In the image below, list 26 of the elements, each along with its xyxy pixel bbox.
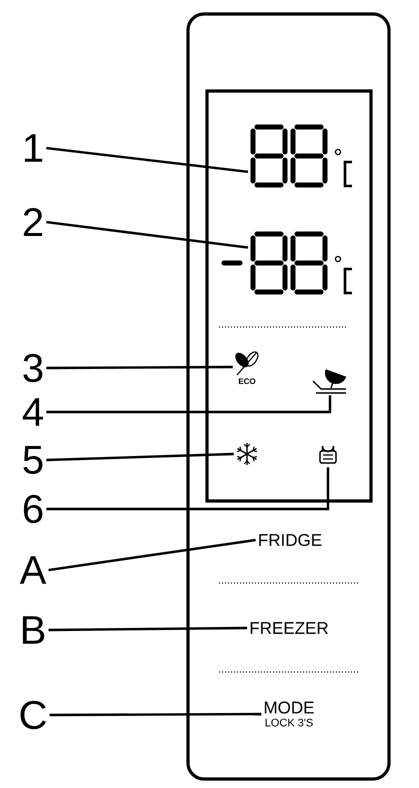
snowflake-icon bbox=[236, 443, 258, 465]
button-label: FRIDGE bbox=[259, 534, 322, 546]
umbrella-icon bbox=[312, 369, 346, 394]
leader-line bbox=[46, 467, 330, 510]
leader-line bbox=[50, 712, 262, 716]
callout-number: A bbox=[20, 556, 46, 584]
callout-number: 2 bbox=[24, 208, 42, 236]
leader-line bbox=[46, 366, 233, 370]
leader-line bbox=[48, 626, 248, 632]
leader-line bbox=[46, 395, 332, 414]
leader-line bbox=[46, 452, 234, 462]
lcd-digits-drawing bbox=[250, 124, 352, 188]
callout-number: 4 bbox=[22, 398, 43, 426]
callout-number: C bbox=[20, 700, 46, 730]
button-label: FREEZER bbox=[250, 622, 328, 634]
leader-line bbox=[48, 538, 256, 572]
callout-number: 1 bbox=[24, 134, 42, 162]
callout-number: B bbox=[22, 616, 44, 644]
button-label: MODE LOCK 3'S bbox=[264, 702, 314, 726]
callout-number: 3 bbox=[23, 354, 42, 382]
callout-number: 6 bbox=[24, 494, 42, 524]
callout-number: 5 bbox=[23, 446, 42, 474]
leader-line bbox=[46, 146, 248, 173]
lcd-digits-drawing bbox=[222, 232, 352, 294]
lock-icon bbox=[319, 445, 337, 464]
leader-line bbox=[46, 220, 248, 249]
